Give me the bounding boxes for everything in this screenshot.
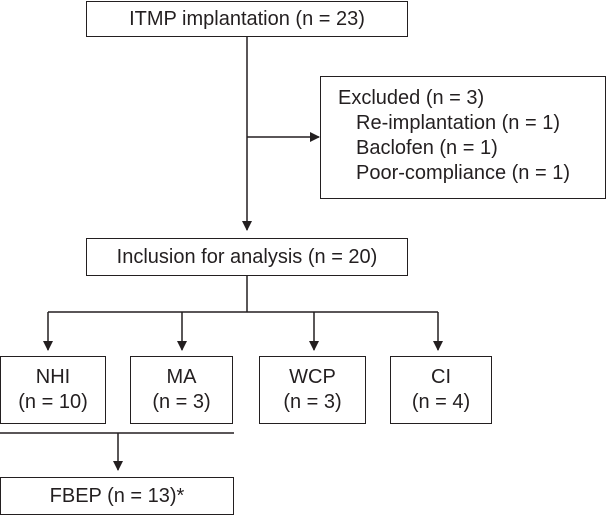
excluded-box: Excluded (n = 3) Re-implantation (n = 1)… <box>320 76 606 199</box>
group-name: MA <box>166 366 197 388</box>
group-count: (n = 4) <box>411 391 471 413</box>
excluded-title: Excluded (n = 3) <box>338 87 485 109</box>
group-box-wcp: WCP (n = 3) <box>259 356 366 424</box>
group-count: (n = 3) <box>152 391 211 413</box>
excluded-item: Baclofen (n = 1) <box>356 137 498 159</box>
inclusion-box: Inclusion for analysis (n = 20) <box>86 238 408 276</box>
group-name: NHI <box>35 366 71 388</box>
inclusion-label: Inclusion for analysis (n = 20) <box>116 245 378 268</box>
fbep-box: FBEP (n = 13)* <box>0 477 234 515</box>
group-box-ma: MA (n = 3) <box>130 356 233 424</box>
group-name: CI <box>431 366 451 388</box>
group-name: WCP <box>289 366 336 388</box>
excluded-item: Poor-compliance (n = 1) <box>356 162 570 184</box>
fbep-label: FBEP (n = 13)* <box>49 484 185 507</box>
group-count: (n = 3) <box>283 391 342 413</box>
group-box-nhi: NHI (n = 10) <box>0 356 106 424</box>
itmp-implantation-box: ITMP implantation (n = 23) <box>86 1 408 37</box>
itmp-implantation-label: ITMP implantation (n = 23) <box>129 7 365 30</box>
group-count: (n = 10) <box>18 391 88 413</box>
group-box-ci: CI (n = 4) <box>390 356 492 424</box>
excluded-item: Re-implantation (n = 1) <box>356 112 560 134</box>
